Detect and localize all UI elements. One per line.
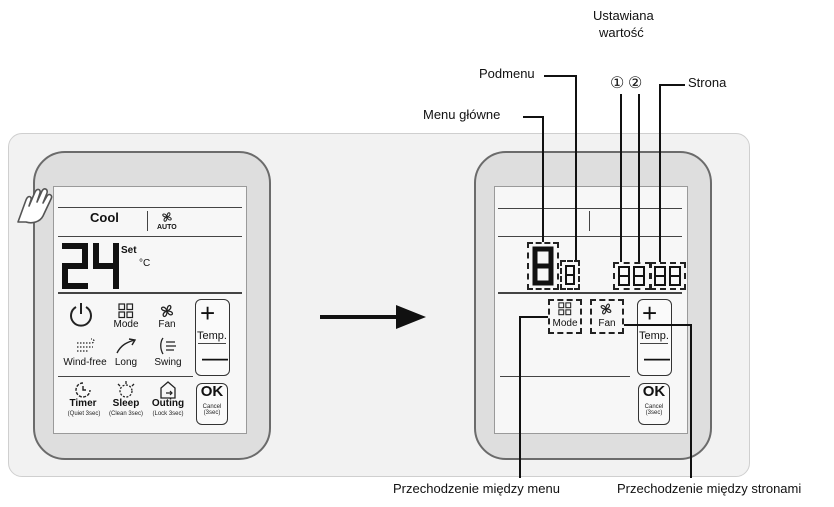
- hand-press-icon: [17, 188, 53, 224]
- set-label: Set: [121, 245, 137, 256]
- page-digits: [654, 266, 681, 286]
- right-screen-line-4: [500, 376, 630, 377]
- right-ok-button[interactable]: [638, 383, 670, 425]
- wind-free-button-label[interactable]: Wind-free: [63, 357, 107, 368]
- temp-button[interactable]: [195, 299, 230, 376]
- right-fan-icon[interactable]: [598, 301, 614, 317]
- right-ok-sub-label: Cancel (3sec): [644, 404, 664, 416]
- sleep-sub-label: (Clean 3sec): [108, 411, 143, 417]
- mode-grid-icon[interactable]: [118, 303, 134, 319]
- submenu-callout: Podmenu: [479, 66, 535, 81]
- ok-button-label: OK: [200, 383, 224, 400]
- nav-menu-callout: Przechodzenie między menu: [393, 481, 560, 496]
- right-ok-label: OK: [642, 383, 666, 400]
- marker-2: ②: [628, 75, 643, 92]
- marker-1: ①: [610, 75, 625, 92]
- leader-main-menu-h: [523, 116, 543, 118]
- mode-button-box: [548, 299, 582, 334]
- temp-button-label: Temp.: [197, 330, 227, 342]
- long-icon[interactable]: [115, 337, 137, 355]
- mode-display-label: Cool: [90, 210, 119, 225]
- left-screen-line-4: [58, 376, 193, 377]
- nav-pages-callout: Przechodzenie między stronami: [617, 481, 802, 496]
- right-screen-divider: [589, 211, 590, 231]
- leader-submenu-v: [575, 75, 577, 260]
- left-screen-line-2: [58, 236, 242, 237]
- leader-page-v: [659, 84, 661, 262]
- right-mode-grid-icon[interactable]: [558, 302, 572, 316]
- fan-auto-label: AUTO: [157, 224, 177, 231]
- right-temp-minus-icon[interactable]: —: [644, 342, 670, 372]
- sub-menu-box: [560, 260, 580, 290]
- right-temp-label: Temp.: [639, 330, 669, 342]
- leader-submenu-h: [544, 75, 576, 77]
- fan-button-box: [590, 299, 624, 334]
- right-screen-line-2: [498, 236, 682, 237]
- temp-plus-icon[interactable]: +: [200, 298, 216, 328]
- temp-minus-icon[interactable]: —: [202, 342, 228, 372]
- right-fan-label[interactable]: Fan: [598, 318, 616, 329]
- leader-nav-menu-h: [520, 316, 548, 318]
- outing-button-label[interactable]: Outing: [151, 398, 185, 409]
- main-menu-callout: Menu główne: [423, 107, 501, 122]
- right-temp-divider: [640, 343, 668, 344]
- sleep-button-label[interactable]: Sleep: [112, 398, 140, 409]
- main-menu-digit: [532, 246, 554, 286]
- set-value-callout-line2: wartość: [599, 25, 644, 40]
- power-icon[interactable]: [68, 301, 94, 327]
- left-screen-top-line: [58, 207, 242, 208]
- value-digits: [618, 266, 645, 286]
- leader-page-h: [660, 84, 685, 86]
- leader-nav-pages-v: [690, 324, 692, 478]
- sub-menu-digit: [565, 265, 575, 285]
- fan-icon[interactable]: [158, 302, 176, 320]
- right-temp-plus-icon[interactable]: +: [642, 298, 658, 328]
- leader-marker-1: [620, 94, 622, 262]
- sleep-icon[interactable]: [116, 380, 136, 400]
- wind-free-icon[interactable]: [75, 338, 97, 354]
- outing-sub-label: (Lock 3sec): [152, 411, 184, 417]
- swing-icon[interactable]: [158, 336, 178, 356]
- leader-nav-menu-v: [519, 316, 521, 478]
- temp-button-divider: [198, 343, 226, 344]
- arrow-right-icon: [320, 305, 426, 329]
- ok-sub-label: Cancel (3sec): [202, 404, 222, 416]
- timer-button-label[interactable]: Timer: [69, 398, 97, 409]
- leader-main-menu-v: [542, 116, 544, 242]
- right-screen-top-line: [498, 208, 682, 209]
- fan-button-label[interactable]: Fan: [158, 319, 176, 330]
- left-screen-divider: [147, 211, 148, 231]
- ok-button[interactable]: [196, 383, 228, 425]
- outing-icon[interactable]: [158, 380, 178, 400]
- main-menu-box: [527, 242, 559, 290]
- set-value-callout-line1: Ustawiana: [593, 8, 654, 23]
- timer-sub-label: (Quiet 3sec): [67, 411, 101, 417]
- right-mode-label[interactable]: Mode: [552, 318, 578, 329]
- leader-nav-pages-h: [624, 324, 691, 326]
- left-screen-line-3: [58, 292, 242, 294]
- fan-auto-icon: [162, 212, 172, 222]
- temperature-digits: [62, 243, 119, 289]
- long-button-label[interactable]: Long: [114, 357, 138, 368]
- mode-button-label[interactable]: Mode: [113, 319, 139, 330]
- page-digits-box: [650, 262, 686, 290]
- celsius-unit: °C: [139, 258, 151, 269]
- page-callout: Strona: [688, 75, 727, 90]
- right-screen-line-3: [498, 292, 682, 294]
- timer-icon[interactable]: [74, 381, 92, 399]
- leader-marker-2: [638, 94, 640, 262]
- right-temp-button[interactable]: [637, 299, 672, 376]
- swing-button-label[interactable]: Swing: [154, 357, 182, 368]
